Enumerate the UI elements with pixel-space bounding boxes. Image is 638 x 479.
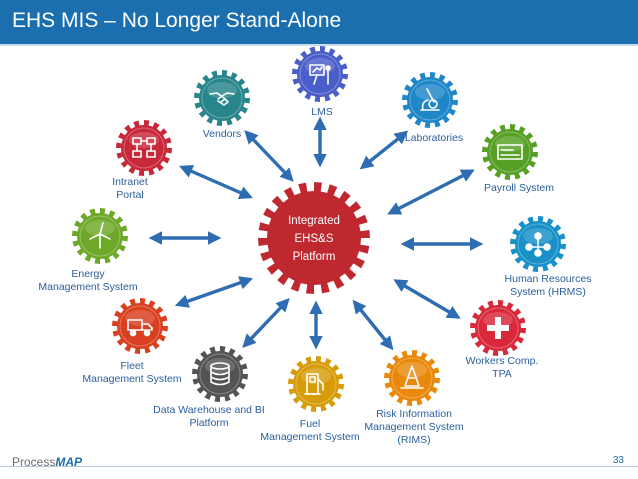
payroll-connector-arrow	[387, 169, 475, 215]
rims-gear	[384, 350, 440, 406]
gear-nodes	[72, 46, 566, 412]
payslip-icon	[497, 144, 523, 160]
lms-label: LMS	[311, 106, 333, 118]
center-line-3: Platform	[292, 251, 336, 263]
vendors-label: Vendors	[202, 128, 242, 140]
processmap-logo: ProcessMAP	[12, 455, 83, 469]
energy-gear	[72, 208, 128, 264]
page-number: 33	[612, 455, 624, 466]
data-warehouse-connector-arrow	[242, 298, 290, 348]
integration-diagram	[72, 46, 566, 412]
workers-comp-connector-arrow	[393, 279, 461, 319]
intranet-connector-arrow	[179, 165, 253, 199]
vendors-gear	[194, 70, 250, 126]
fleet-label: Fleet Management System	[82, 360, 182, 385]
title-bar: EHS MIS – No Longer Stand-Alone	[0, 0, 638, 44]
medical-cross-icon	[487, 317, 509, 339]
laboratories-gear	[402, 72, 458, 128]
data-warehouse-gear	[192, 346, 248, 402]
laboratories-connector-arrow	[359, 130, 409, 170]
truck-icon	[127, 319, 153, 337]
presentation-icon	[309, 64, 331, 85]
page-title: EHS MIS – No Longer Stand-Alone	[12, 9, 342, 32]
rims-label: Risk Information Management System (RIMS…	[364, 408, 464, 446]
rims-connector-arrow	[352, 299, 394, 351]
hrms-label: Human Resources System (HRMS)	[504, 273, 592, 298]
payroll-gear	[482, 124, 538, 180]
traffic-cone-icon	[400, 365, 424, 389]
wind-turbine-icon	[89, 222, 111, 249]
laboratories-label: Laboratories	[404, 132, 464, 144]
payroll-label: Payroll System	[483, 182, 555, 194]
connector-arrows	[148, 116, 484, 351]
fuel-gear	[288, 356, 344, 412]
fuel-label: Fuel Management System	[260, 418, 360, 443]
fuel-pump-icon	[304, 373, 324, 395]
intranet-gear	[116, 120, 172, 176]
microscope-icon	[420, 88, 440, 111]
data-warehouse-label: Data Warehouse and BI Platform	[153, 404, 265, 429]
hrms-gear	[510, 216, 566, 272]
workers-comp-label: Workers Comp. TPA	[465, 355, 539, 380]
database-icon	[210, 362, 230, 386]
intranet-label: Intranet Portal	[112, 176, 148, 201]
energy-label: Energy Management System	[38, 268, 138, 293]
center-line-2: EHS&S	[294, 233, 334, 245]
center-platform-gear	[258, 182, 370, 294]
workers-comp-gear	[470, 300, 526, 356]
vendors-connector-arrow	[244, 130, 294, 182]
fleet-gear	[112, 298, 168, 354]
people-network-icon	[525, 232, 551, 257]
lms-gear	[292, 46, 348, 102]
fleet-connector-arrow	[174, 276, 254, 308]
center-platform-label: Integrated EHS&S Platform	[262, 212, 366, 266]
handshake-icon	[209, 92, 235, 106]
title-divider	[0, 44, 638, 46]
center-line-1: Integrated	[288, 215, 340, 227]
footer-divider	[0, 466, 638, 467]
network-icon	[132, 137, 156, 158]
